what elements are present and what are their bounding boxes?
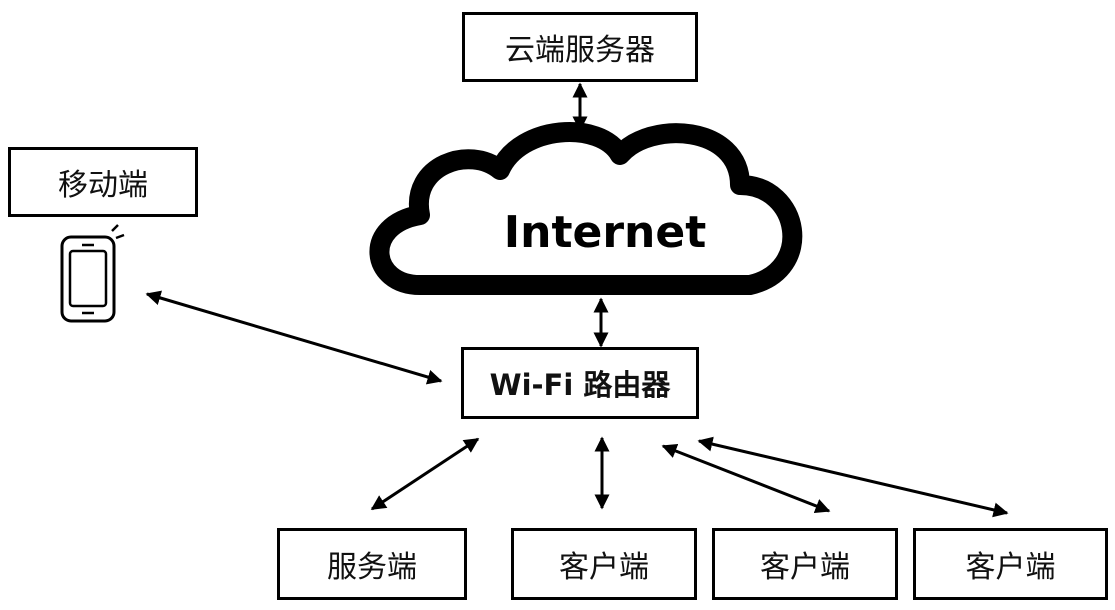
mobile-label: 移动端 xyxy=(58,168,148,203)
wifi-router-node: Wi-Fi 路由器 xyxy=(461,347,699,419)
internet-label: Internet xyxy=(504,207,706,258)
client-node-1: 客户端 xyxy=(511,528,697,600)
client-label-3: 客户端 xyxy=(965,550,1056,585)
cloud-server-node: 云端服务器 xyxy=(462,12,698,82)
server-label: 服务端 xyxy=(327,550,417,585)
cloud-server-label: 云端服务器 xyxy=(505,33,655,68)
arrow-router-client-3 xyxy=(697,436,1009,518)
router-label: Wi-Fi 路由器 xyxy=(489,368,671,402)
arrow-mobile-router xyxy=(145,290,443,385)
mobile-node: 移动端 xyxy=(8,147,198,217)
client-node-2: 客户端 xyxy=(712,528,898,600)
server-node: 服务端 xyxy=(277,528,467,600)
client-node-3: 客户端 xyxy=(913,528,1108,600)
client-label-2: 客户端 xyxy=(760,550,850,585)
internet-cloud: Internet xyxy=(369,122,803,295)
arrow-router-server xyxy=(370,437,480,511)
smartphone-icon xyxy=(60,224,125,323)
arrow-router-client-2 xyxy=(661,443,831,514)
client-label-1: 客户端 xyxy=(559,550,649,585)
